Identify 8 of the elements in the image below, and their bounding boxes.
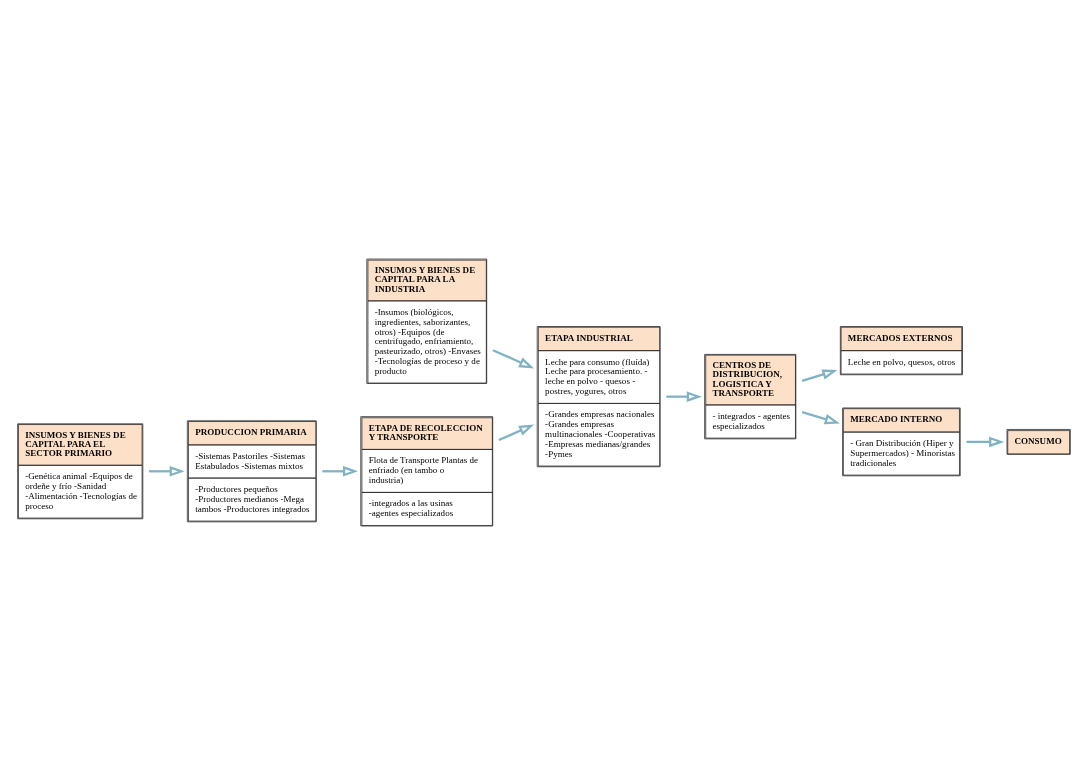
arrow bbox=[801, 368, 838, 382]
arrow bbox=[666, 390, 702, 402]
arrow bbox=[148, 465, 185, 477]
arrow bbox=[492, 348, 535, 368]
arrow bbox=[322, 465, 359, 477]
arrow bbox=[801, 410, 840, 424]
arrow bbox=[498, 424, 535, 441]
arrow bbox=[966, 436, 1005, 447]
